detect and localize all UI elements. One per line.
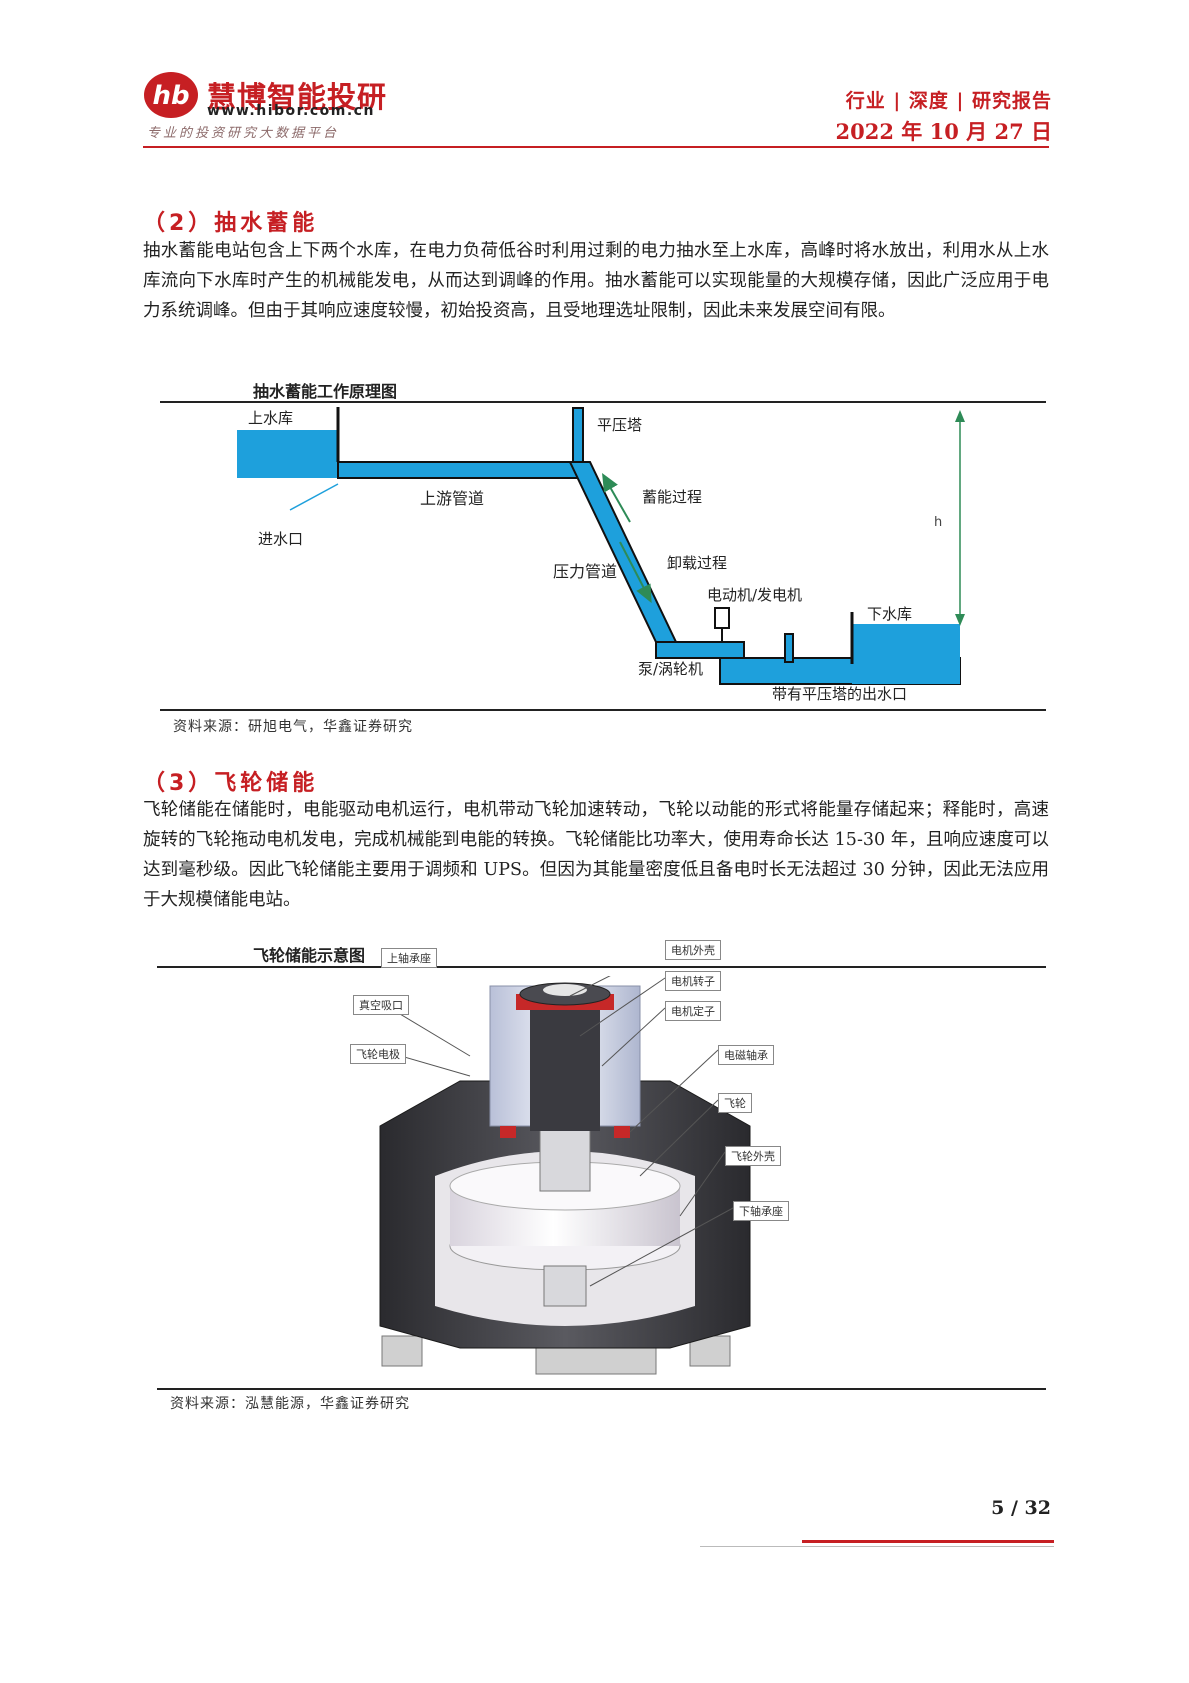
magnetic-bearing-right [614,1126,630,1138]
callout-motor-stator: 电机定子 [665,1000,721,1021]
flywheel-diagram [379,976,751,1375]
foot-center [535,1343,657,1375]
label-height: h [934,515,942,530]
label-release-process: 卸载过程 [667,554,727,572]
lower-reservoir-water [852,624,960,684]
callout-upper-bearing: 上轴承座 [381,947,437,968]
label-lower-reservoir: 下水库 [867,605,912,623]
foot-left [381,1335,423,1367]
callout-motor-stator-label: 电机定子 [665,1001,721,1021]
label-storage-process: 蓄能过程 [642,488,702,506]
report-category: 行业 | 深度 | 研究报告 [845,90,1052,112]
callout-magnetic-bearing: 电磁轴承 [718,1044,774,1065]
label-penstock: 压力管道 [553,562,617,581]
callout-motor-housing-label: 电机外壳 [665,940,721,960]
figure-title-pumped-storage: 抽水蓄能工作原理图 [253,382,398,401]
callout-flywheel-electrode: 飞轮电极 [350,1043,406,1064]
page-number: 5 / 32 [991,1497,1051,1519]
surge-tower [572,407,584,465]
label-outlet: 带有平压塔的出水口 [772,685,907,703]
brand-name: 慧博智能投研 [207,80,388,114]
intake-pointer [289,483,339,511]
upper-reservoir-water [237,430,338,478]
logo: hb [143,70,203,120]
header-divider [143,146,1049,148]
section-title-pumped-storage: （2）抽水蓄能 [143,211,319,236]
pumped-storage-diagram: 上水库 平压塔 蓄能过程 上游管道 进水口 卸载过程 压力管道 电动机/发电机 … [237,407,965,703]
outlet-surge-tower [784,633,794,663]
callout-flywheel: 飞轮 [718,1092,752,1113]
callout-upper-bearing-label: 上轴承座 [381,948,437,968]
label-pump-turbine: 泵/涡轮机 [638,660,703,678]
callout-flywheel-housing-label: 飞轮外壳 [725,1146,781,1166]
callout-flywheel-label: 飞轮 [718,1093,752,1113]
release-process-arrow [619,541,652,604]
motor-generator-box [714,607,730,629]
logo-mark: hb [152,81,189,111]
label-surge-tower: 平压塔 [597,416,642,434]
magnetic-bearing-left [500,1126,516,1138]
report-date: 2022 年 10 月 27 日 [835,119,1052,144]
callout-flywheel-housing: 飞轮外壳 [725,1145,781,1166]
section-title-flywheel: （3）飞轮储能 [143,771,319,796]
label-upper-reservoir: 上水库 [248,409,293,427]
figure-bottom-rule [160,709,1046,711]
height-arrow-top [955,410,965,422]
label-intake: 进水口 [258,530,303,548]
height-arrow-bottom [955,614,965,626]
pump-turbine-pipe [655,641,745,659]
figure2-top-rule [157,966,1046,968]
footer-red-rule [802,1540,1054,1543]
section-paragraph-flywheel: 飞轮储能在储能时，电能驱动电机运行，电机带动飞轮加速转动，飞轮以动能的形式将能量… [143,800,1049,910]
brand-url: www.hibor.com.cn [207,103,375,119]
figure-top-rule [160,401,1046,403]
figure-source-pumped-storage: 资料来源：研旭电气，华鑫证券研究 [173,719,413,735]
callout-motor-housing: 电机外壳 [665,939,721,960]
callout-flywheel-electrode-label: 飞轮电极 [350,1044,406,1064]
motor-rotor-core [530,1006,600,1131]
upper-bearing-top [543,984,587,996]
callout-vacuum-port-label: 真空吸口 [353,995,409,1015]
figure2-bottom-rule [157,1388,1046,1390]
footer-grey-rule [700,1546,1054,1547]
callout-lower-bearing-label: 下轴承座 [733,1201,789,1221]
callout-motor-rotor: 电机转子 [665,970,721,991]
figure-title-flywheel: 飞轮储能示意图 [253,946,366,965]
label-motor-generator: 电动机/发电机 [707,586,802,604]
figure-source-flywheel: 资料来源：泓慧能源，华鑫证券研究 [170,1396,410,1412]
label-upstream-pipe: 上游管道 [420,489,484,508]
callout-magnetic-bearing-label: 电磁轴承 [718,1045,774,1065]
upstream-pipe [337,461,579,479]
storage-process-arrow [602,473,631,523]
callout-vacuum-port: 真空吸口 [353,994,409,1015]
section-paragraph-pumped-storage: 抽水蓄能电站包含上下两个水库，在电力负荷低谷时利用过剩的电力抽水至上水库，高峰时… [143,241,1049,321]
lower-bearing-block [543,1265,587,1307]
brand-slogan: 专业的投资研究大数据平台 [147,126,340,141]
callout-motor-rotor-label: 电机转子 [665,971,721,991]
callout-lower-bearing: 下轴承座 [733,1200,789,1221]
logo-icon: hb [144,72,198,118]
